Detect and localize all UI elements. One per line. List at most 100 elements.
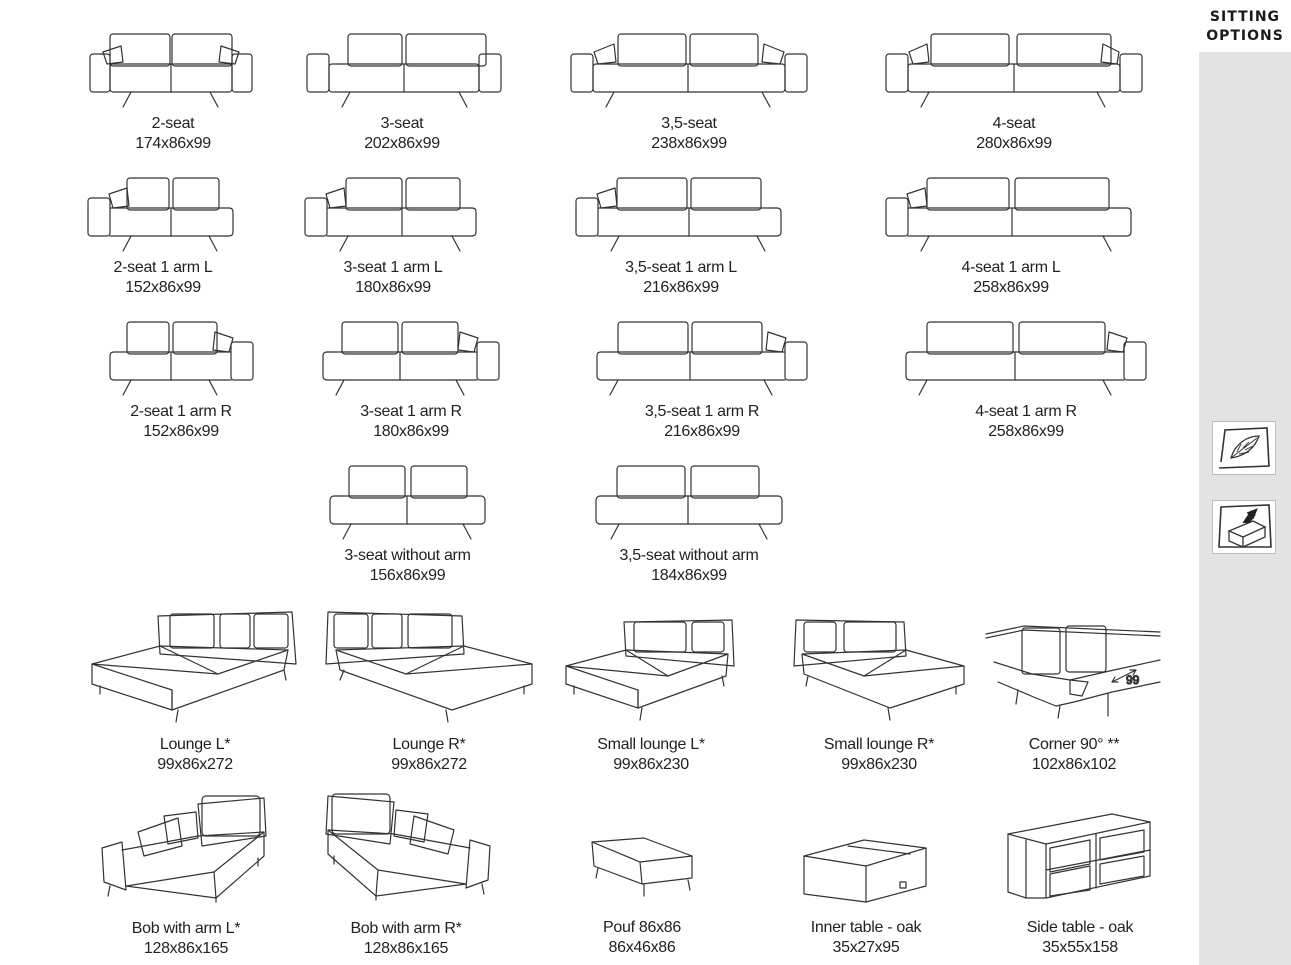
- sofa-4-seat-arm-r-drawing: [905, 321, 1147, 396]
- item-name: Lounge L*: [159, 736, 231, 753]
- sofa-item: 2-seat 174x86x99: [83, 30, 263, 152]
- item-dims: 280x86x99: [976, 135, 1052, 152]
- sofa-item: 4-seat 1 arm R 258x86x99: [901, 318, 1151, 440]
- item-name: 4-seat 1 arm L: [961, 259, 1061, 276]
- side-table-oak-drawing: [1007, 813, 1151, 899]
- item-dims: 258x86x99: [988, 423, 1064, 440]
- lounge-r-drawing: [325, 611, 533, 723]
- sofa-3-seat-arm-l-drawing: [304, 177, 477, 252]
- sofa-item: 3,5-seat 238x86x99: [566, 30, 812, 152]
- item-dims: 180x86x99: [373, 423, 449, 440]
- sofa-2-seat-arm-r-drawing: [109, 321, 254, 396]
- item-dims: 128x86x165: [363, 940, 449, 957]
- sidebar: SITTING OPTIONS: [1199, 0, 1291, 965]
- sofa-item: Small lounge L*99x86x230: [562, 616, 740, 773]
- sofa-item: 3-seat without arm 156x86x99: [325, 462, 490, 584]
- bob-with-arm-l-drawing: [101, 795, 267, 903]
- item-dims: 35x27x95: [832, 939, 900, 956]
- sofa-4-seat-arm-l-drawing: [885, 177, 1132, 252]
- sofa-item: 2-seat 1 arm L 152x86x99: [83, 174, 243, 296]
- sofa-item: Bob with arm L* 128x86x165: [98, 794, 274, 957]
- sofa-2-seat-drawing: [89, 33, 253, 108]
- sofa-3-seat-no-arm-drawing: [329, 465, 486, 540]
- item-dims: 156x86x99: [369, 567, 446, 584]
- item-name: 3,5-seat: [661, 115, 717, 132]
- item-name: 4-seat 1 arm R: [975, 403, 1077, 420]
- corner-dimension-label: 99: [1126, 673, 1140, 687]
- sofa-item: 3-seat 1 arm L 180x86x99: [300, 174, 486, 296]
- sofa-item: Inner table - oak 35x27x95: [800, 836, 932, 956]
- item-dims: 102x86x102: [1031, 756, 1117, 773]
- item-dims: 174x86x99: [135, 135, 211, 152]
- sofa-item: Lounge R* 99x86x272: [322, 608, 536, 773]
- item-name: 2-seat 1 arm R: [130, 403, 232, 420]
- item-name: Corner 90° **: [1028, 736, 1120, 753]
- item-dims: 86x46x86: [608, 939, 676, 956]
- item-name: 3,5-seat 1 arm L: [625, 259, 737, 276]
- section-title-line1: SITTING: [1209, 9, 1281, 25]
- item-name: Small lounge R*: [823, 736, 935, 753]
- item-name: 3,5-seat 1 arm R: [644, 403, 760, 420]
- corner-90-drawing: 99: [985, 625, 1161, 719]
- item-name: 3-seat 1 arm R: [360, 403, 462, 420]
- item-dims: 35x55x158: [1042, 939, 1118, 956]
- item-dims: 216x86x99: [664, 423, 740, 440]
- item-name: Side table - oak: [1026, 919, 1134, 936]
- item-name: 3-seat without arm: [344, 547, 471, 564]
- sofa-item: 2-seat 1 arm R 152x86x99: [105, 318, 257, 440]
- sofa-3-5-seat-arm-l-drawing: [575, 177, 782, 252]
- item-dims: 184x86x99: [651, 567, 727, 584]
- sofa-2-seat-arm-l-drawing: [87, 177, 234, 252]
- item-name: 2-seat 1 arm L: [113, 259, 213, 276]
- sofa-3-5-seat-no-arm-drawing: [595, 465, 783, 540]
- item-name: Bob with arm R*: [350, 920, 462, 937]
- item-dims: 99x86x272: [157, 756, 233, 773]
- small-lounge-r-drawing: [793, 619, 965, 721]
- item-dims: 99x86x230: [841, 756, 917, 773]
- sofa-item: 3-seat 202x86x99: [302, 30, 502, 152]
- sofa-item: Lounge L* 99x86x272: [88, 608, 302, 773]
- item-name: 2-seat: [151, 115, 195, 132]
- sofa-item: Small lounge R* 99x86x230: [790, 616, 968, 773]
- sofa-4-seat-drawing: [885, 33, 1143, 108]
- sofa-3-seat-drawing: [306, 33, 502, 108]
- small-lounge-l-drawing: [565, 619, 735, 721]
- sofa-item: Bob with arm R* 128x86x165: [318, 792, 494, 957]
- item-dims: 180x86x99: [355, 279, 431, 296]
- item-dims: 202x86x99: [364, 135, 440, 152]
- item-dims: 99x86x272: [391, 756, 467, 773]
- item-dims: 128x86x165: [143, 940, 229, 957]
- item-name: Inner table - oak: [810, 919, 922, 936]
- section-title: SITTING OPTIONS: [1199, 8, 1291, 46]
- item-dims: 152x86x99: [125, 279, 201, 296]
- sofa-3-seat-arm-r-drawing: [322, 321, 500, 396]
- inner-table-oak-drawing: [803, 839, 927, 903]
- bob-with-arm-r-drawing: [325, 793, 491, 901]
- sofa-item: 4-seat 280x86x99: [881, 30, 1147, 152]
- lounge-l-drawing: [91, 611, 297, 723]
- sofa-item: 3,5-seat 1 arm R 216x86x99: [592, 318, 812, 440]
- item-name: Pouf 86x86: [603, 919, 681, 936]
- item-dims: 99x86x230: [613, 756, 689, 773]
- pouf-sketch-icon: [1212, 500, 1276, 554]
- item-dims: 238x86x99: [651, 135, 727, 152]
- item-name: Lounge R*: [392, 736, 466, 753]
- item-name: 3,5-seat without arm: [619, 547, 759, 564]
- sofa-item: 3-seat 1 arm R 180x86x99: [318, 318, 504, 440]
- item-name: 3-seat: [380, 115, 424, 132]
- sofa-3-5-seat-drawing: [570, 33, 808, 108]
- item-name: Bob with arm L*: [131, 920, 241, 937]
- sofa-item: 3,5-seat without arm 184x86x99: [591, 462, 787, 584]
- leaf-sketch-icon: [1212, 421, 1276, 475]
- item-dims: 216x86x99: [643, 279, 719, 296]
- sofa-item: 99 Corner 90° ** 102x86x102: [984, 620, 1164, 773]
- section-title-line2: OPTIONS: [1206, 28, 1284, 44]
- sofa-item: 3,5-seat 1 arm L 216x86x99: [571, 174, 791, 296]
- item-name: 3-seat 1 arm L: [343, 259, 443, 276]
- pouf-drawing: [591, 837, 693, 897]
- sofa-3-5-seat-arm-r-drawing: [596, 321, 808, 396]
- item-name: 4-seat: [992, 115, 1036, 132]
- item-dims: 152x86x99: [143, 423, 219, 440]
- sofa-item: Side table - oak 35x55x158: [1004, 812, 1156, 956]
